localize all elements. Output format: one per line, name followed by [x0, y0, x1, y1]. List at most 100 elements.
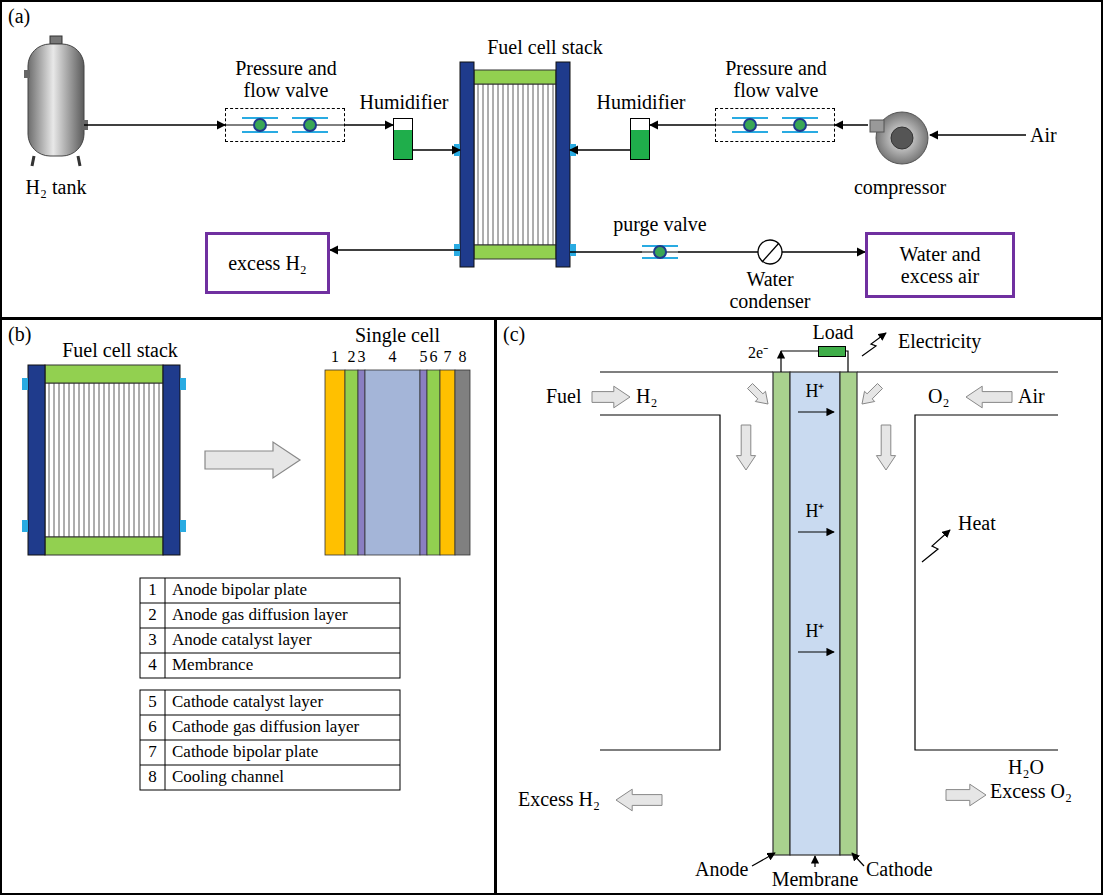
plate-line: [119, 383, 120, 537]
drawing-part: [45, 383, 163, 537]
component-caption: Fuel cell stack: [45, 339, 195, 361]
flow-arrow: [616, 789, 662, 811]
annotation-label: Air: [1030, 124, 1057, 146]
drawing-part: [28, 365, 45, 555]
plate-line: [533, 84, 534, 245]
component-caption: Humidifier: [586, 91, 696, 113]
plate-line: [483, 84, 484, 245]
callout-number: 1: [331, 348, 339, 366]
annotation-label: Fuel: [546, 385, 582, 407]
plate-line: [99, 383, 100, 537]
flow-arrow: [748, 384, 769, 405]
component-caption: Pressure and flow valve: [711, 57, 841, 101]
plate-line: [488, 84, 489, 245]
plate-line: [104, 383, 105, 537]
plate-line: [134, 383, 135, 537]
plate-line: [49, 383, 50, 537]
flow-connector: [835, 124, 868, 125]
panel-frame: (a)H₂ tankPressure and flow valveHumidif…: [0, 0, 1103, 319]
plate-line: [109, 383, 110, 537]
callout-number: 3: [358, 348, 366, 366]
plate-line: [89, 383, 90, 537]
plate-line: [64, 383, 65, 537]
stack-drawing: [22, 365, 186, 555]
plate-line: [74, 383, 75, 537]
annotation-label: O₂: [928, 385, 949, 407]
table-cell: Anode catalyst layer: [172, 631, 312, 650]
plate-line: [553, 84, 554, 245]
plate-line: [528, 84, 529, 245]
table-cell: Anode gas diffusion layer: [172, 606, 348, 625]
plate-line: [94, 383, 95, 537]
flow-connector: [330, 249, 460, 250]
callout-number: 4: [148, 656, 157, 675]
callout-number: 2: [148, 606, 157, 625]
flow-arrow: [862, 384, 883, 405]
plate-line: [129, 383, 130, 537]
callout-number: 2: [348, 348, 356, 366]
component-caption: Pressure and flow valve: [221, 57, 351, 101]
purge-valve: purge valve: [642, 243, 678, 261]
drawing-part: [163, 365, 180, 555]
callout-number: 7: [148, 743, 157, 762]
annotation-label: 2e⁻: [748, 344, 768, 362]
humidifier: Humidifier: [630, 118, 650, 160]
single-cell: Single cell: [325, 370, 470, 555]
flow-connector: [570, 251, 642, 252]
callout-number: 5: [148, 693, 157, 712]
cell-schematic: [600, 333, 1058, 867]
annotation-label: Cathode: [866, 858, 933, 880]
box-text: excess H₂: [228, 252, 307, 274]
plate-line: [543, 84, 544, 245]
plate-line: [124, 383, 125, 537]
annotation-label: Electricity: [898, 330, 981, 352]
plate-line: [139, 383, 140, 537]
callout-number: 4: [389, 348, 397, 366]
plate-line: [518, 84, 519, 245]
plate-line: [503, 84, 504, 245]
component-caption: Single cell: [338, 324, 458, 346]
plate-line: [478, 84, 479, 245]
plate-line: [513, 84, 514, 245]
callout-number: 3: [148, 631, 157, 650]
table-cell: Cathode bipolar plate: [172, 743, 318, 762]
compressor: compressor: [868, 108, 932, 166]
annotation-label: H⁺: [806, 502, 825, 522]
annotation-label: Excess H₂: [518, 788, 600, 810]
humidifier: Humidifier: [393, 118, 413, 160]
drawing-part: [474, 84, 556, 245]
component-caption: Fuel cell stack: [460, 36, 630, 58]
hydrogen-tank: H₂ tank: [28, 38, 84, 166]
flow-arrow: [736, 425, 755, 470]
generated-drawing: [22, 62, 1012, 811]
component-caption: compressor: [840, 176, 960, 198]
cell-layers: [325, 370, 470, 555]
flow-connector: [678, 251, 758, 252]
drawing-part: [474, 245, 556, 259]
annotation-label: Excess O₂: [990, 780, 1072, 802]
port-tab: [22, 378, 28, 390]
tank-drawing: [24, 36, 88, 166]
plate-line: [84, 383, 85, 537]
table-cell: Cooling channel: [172, 768, 284, 787]
annotation-label: Anode: [695, 858, 748, 880]
drawing-part: [556, 62, 570, 267]
flow-connector: [570, 149, 630, 150]
flow-arrow: [592, 386, 630, 408]
port-tab: [180, 378, 186, 390]
callout-number: 8: [459, 348, 467, 366]
callout-number: 7: [444, 348, 452, 366]
plate-line: [114, 383, 115, 537]
flow-arrow: [946, 784, 986, 806]
annotation-label: H⁺: [806, 622, 825, 642]
annotation-label: H₂O: [1008, 756, 1044, 778]
plate-line: [498, 84, 499, 245]
annotation-label: H⁺: [806, 382, 825, 402]
annotation-label: H₂: [636, 385, 657, 407]
drawing-part: [460, 62, 474, 267]
flow-connector: [650, 124, 715, 125]
plate-line: [159, 383, 160, 537]
drawing-part: [45, 537, 163, 555]
